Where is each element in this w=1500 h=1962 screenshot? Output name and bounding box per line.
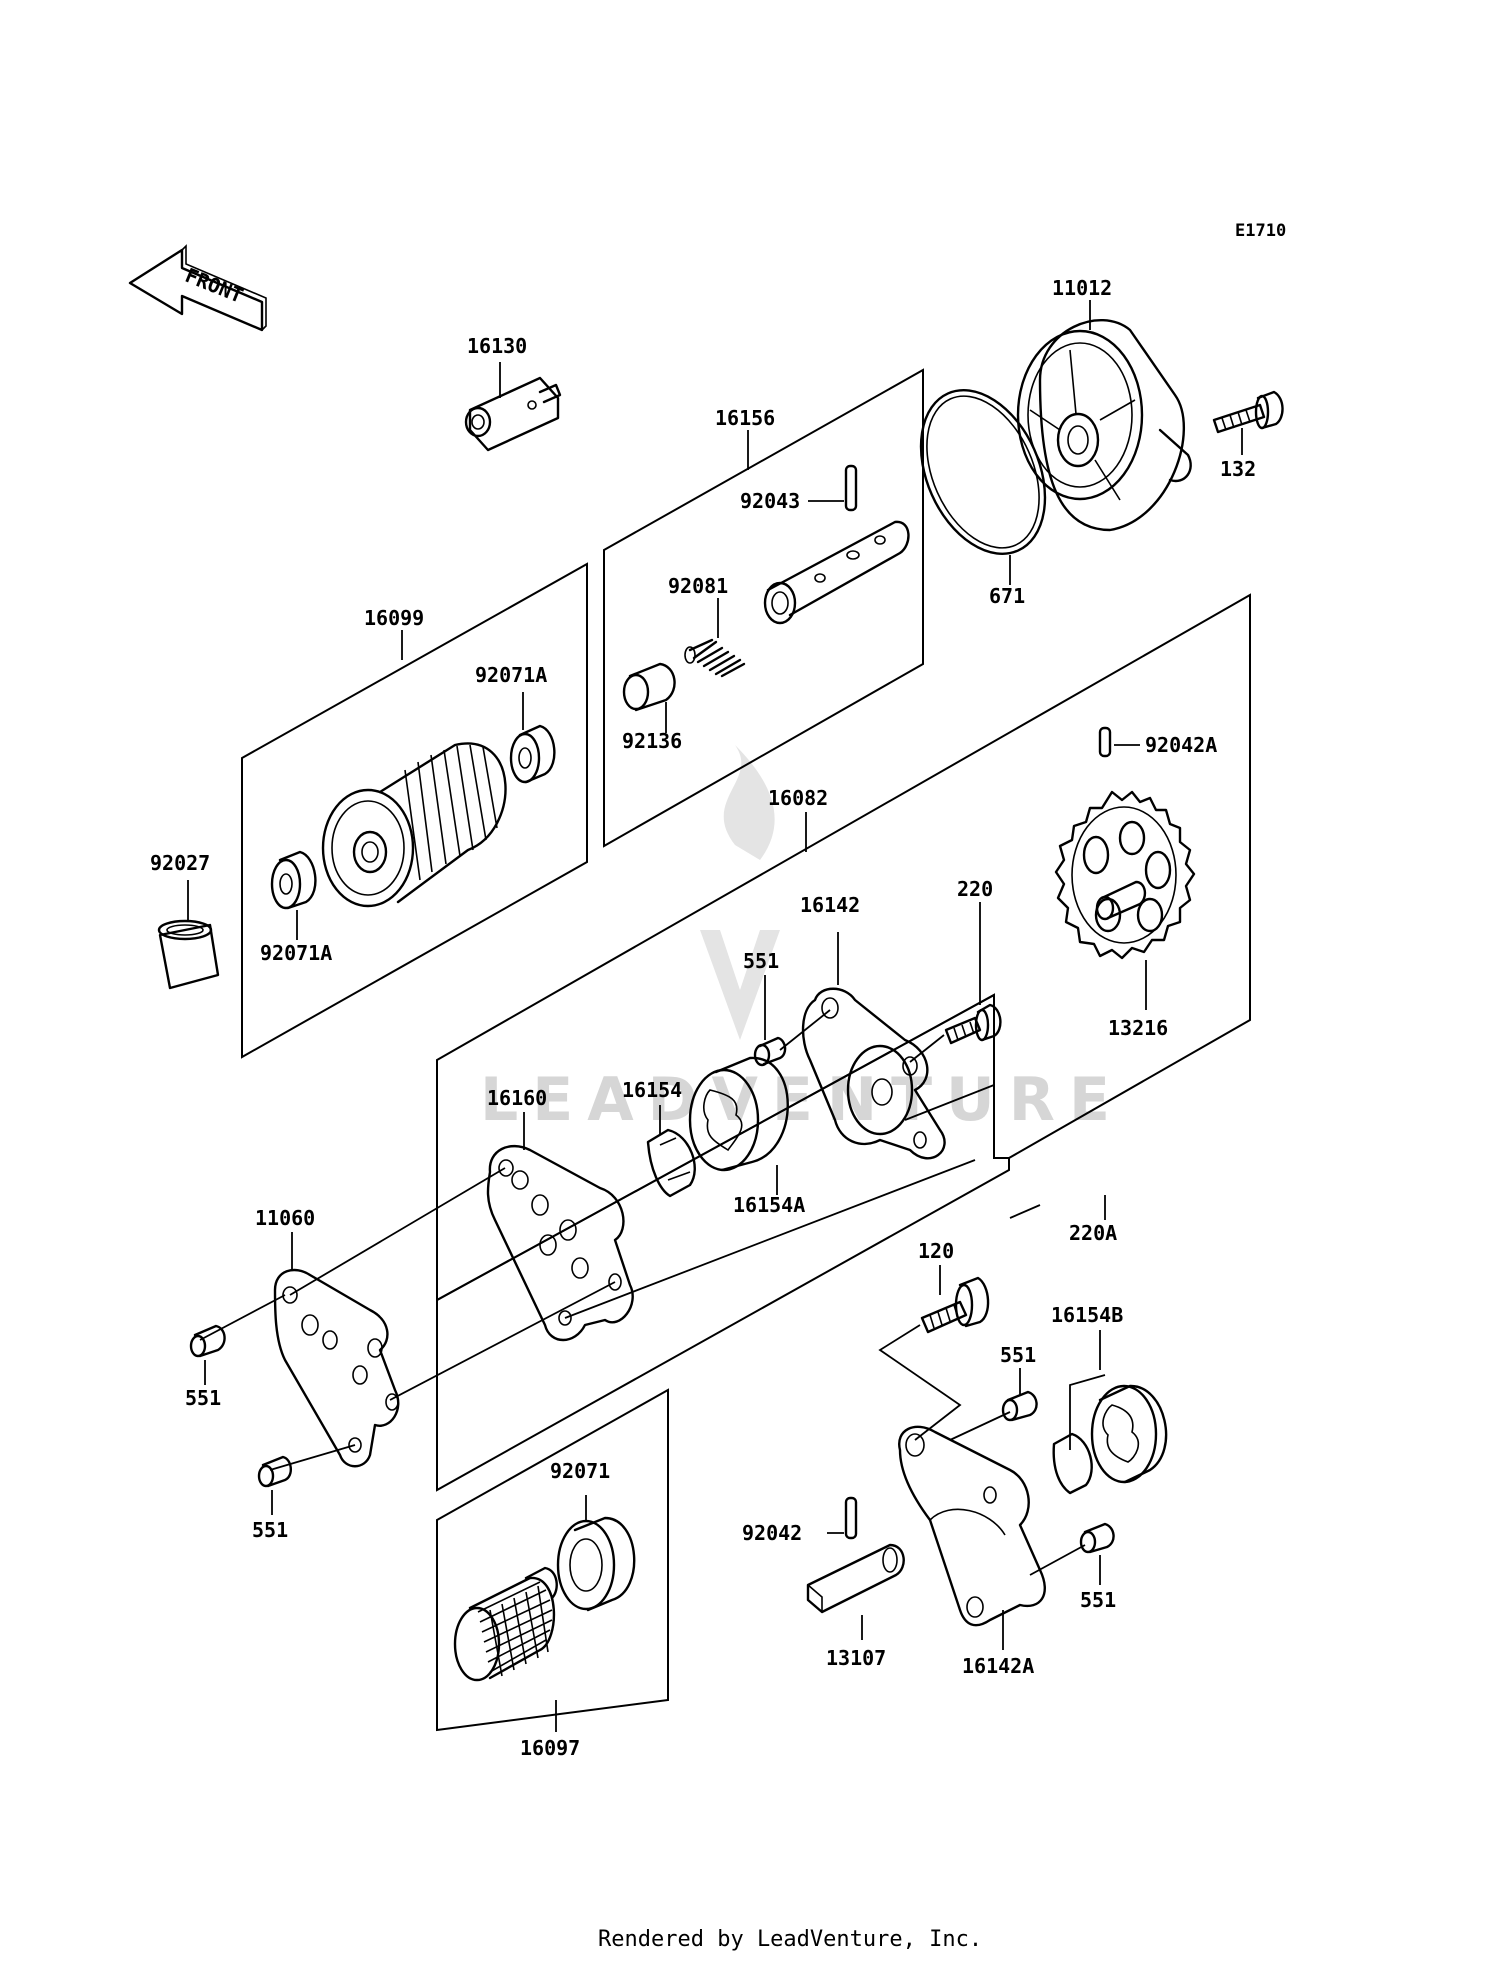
label-92081[interactable]: 92081	[668, 574, 728, 598]
label-11012[interactable]: 11012	[1052, 276, 1112, 300]
front-arrow-icon: FRONT	[128, 244, 267, 332]
part-11060-gasket	[273, 1268, 400, 1468]
part-16130-fitting	[464, 376, 562, 452]
label-92071A-bottom[interactable]: 92071A	[260, 941, 332, 965]
part-551-dowel-e	[1079, 1522, 1115, 1554]
part-16160-plate	[486, 1145, 634, 1342]
leadventure-watermark: LEADVENTURE	[480, 745, 1124, 1135]
part-92042-pin	[844, 1496, 858, 1540]
group-box-16082-lower	[436, 993, 1010, 1492]
part-551-dowel-c	[257, 1455, 292, 1488]
part-92027-collar	[157, 919, 220, 990]
part-92136-cap	[622, 662, 676, 712]
part-120-bolt	[920, 1276, 990, 1334]
part-16099-oil-filter	[321, 742, 507, 908]
label-92027[interactable]: 92027	[150, 851, 210, 875]
label-220[interactable]: 220	[957, 877, 993, 901]
part-11012-cover	[1016, 319, 1192, 532]
label-92043[interactable]: 92043	[740, 489, 800, 513]
part-13216-gear	[1054, 790, 1196, 960]
group-box-16082	[436, 593, 1251, 1302]
label-16142[interactable]: 16142	[800, 893, 860, 917]
label-132[interactable]: 132	[1220, 457, 1256, 481]
watermark-text: LEADVENTURE	[480, 1065, 1124, 1135]
part-92071A-top-ring	[509, 724, 556, 784]
part-16154B-rotor-set	[1052, 1384, 1168, 1495]
label-leaders	[187, 300, 1243, 1732]
label-92136[interactable]: 92136	[622, 729, 682, 753]
label-13107[interactable]: 13107	[826, 1646, 886, 1670]
diagram-code: E1710	[1235, 221, 1286, 241]
part-92042A-pin	[1098, 726, 1112, 758]
part-16142-pump-body	[801, 987, 946, 1160]
label-551-e[interactable]: 551	[1080, 1588, 1116, 1612]
part-220-bolt	[944, 1003, 1002, 1045]
group-box-16156	[603, 368, 924, 848]
label-16154B[interactable]: 16154B	[1051, 1303, 1123, 1327]
label-16097[interactable]: 16097	[520, 1736, 580, 1760]
label-551-c[interactable]: 551	[252, 1518, 288, 1542]
label-16130[interactable]: 16130	[467, 334, 527, 358]
label-92071[interactable]: 92071	[550, 1459, 610, 1483]
part-551-dowel-d	[1001, 1390, 1038, 1422]
group-box-16099	[241, 562, 588, 1059]
label-13216[interactable]: 13216	[1108, 1016, 1168, 1040]
assembly-lines	[199, 1009, 1106, 1576]
part-671-o-ring	[919, 388, 1047, 556]
part-16142A-pump-cover	[898, 1425, 1046, 1627]
group-box-16097	[436, 1388, 669, 1732]
part-16154A-outer-rotor	[688, 1056, 789, 1172]
label-551-d[interactable]: 551	[1000, 1343, 1036, 1367]
part-13107-shaft	[806, 1543, 905, 1614]
part-551-dowel-b	[189, 1324, 226, 1358]
label-16082[interactable]: 16082	[768, 786, 828, 810]
label-120[interactable]: 120	[918, 1239, 954, 1263]
label-551-b[interactable]: 551	[185, 1386, 221, 1410]
label-551-a[interactable]: 551	[743, 949, 779, 973]
part-92081-spring	[684, 638, 746, 678]
part-92071A-bottom-ring	[270, 850, 317, 910]
label-16160[interactable]: 16160	[487, 1086, 547, 1110]
part-16154-inner-rotor	[646, 1128, 696, 1198]
label-671[interactable]: 671	[989, 584, 1025, 608]
part-16097-strainer	[453, 1566, 558, 1682]
footer-credit: Rendered by LeadVenture, Inc.	[598, 1927, 982, 1952]
label-92071A-top[interactable]: 92071A	[475, 663, 547, 687]
label-92042A[interactable]: 92042A	[1145, 733, 1217, 757]
part-92043-pin	[844, 464, 858, 512]
part-551-dowel-a	[753, 1036, 787, 1067]
label-11060[interactable]: 11060	[255, 1206, 315, 1230]
label-16142A[interactable]: 16142A	[962, 1654, 1034, 1678]
part-labels: 16130 16156 92043 92081 92136 11012 132 …	[150, 276, 1256, 1760]
label-220A[interactable]: 220A	[1069, 1221, 1117, 1245]
label-16156[interactable]: 16156	[715, 406, 775, 430]
label-16154A[interactable]: 16154A	[733, 1193, 805, 1217]
label-92042[interactable]: 92042	[742, 1521, 802, 1545]
part-132-bolt	[1212, 390, 1284, 434]
part-16156-valve	[763, 520, 910, 625]
label-16099[interactable]: 16099	[364, 606, 424, 630]
label-16154[interactable]: 16154	[622, 1078, 682, 1102]
part-92071-seal	[556, 1516, 636, 1612]
